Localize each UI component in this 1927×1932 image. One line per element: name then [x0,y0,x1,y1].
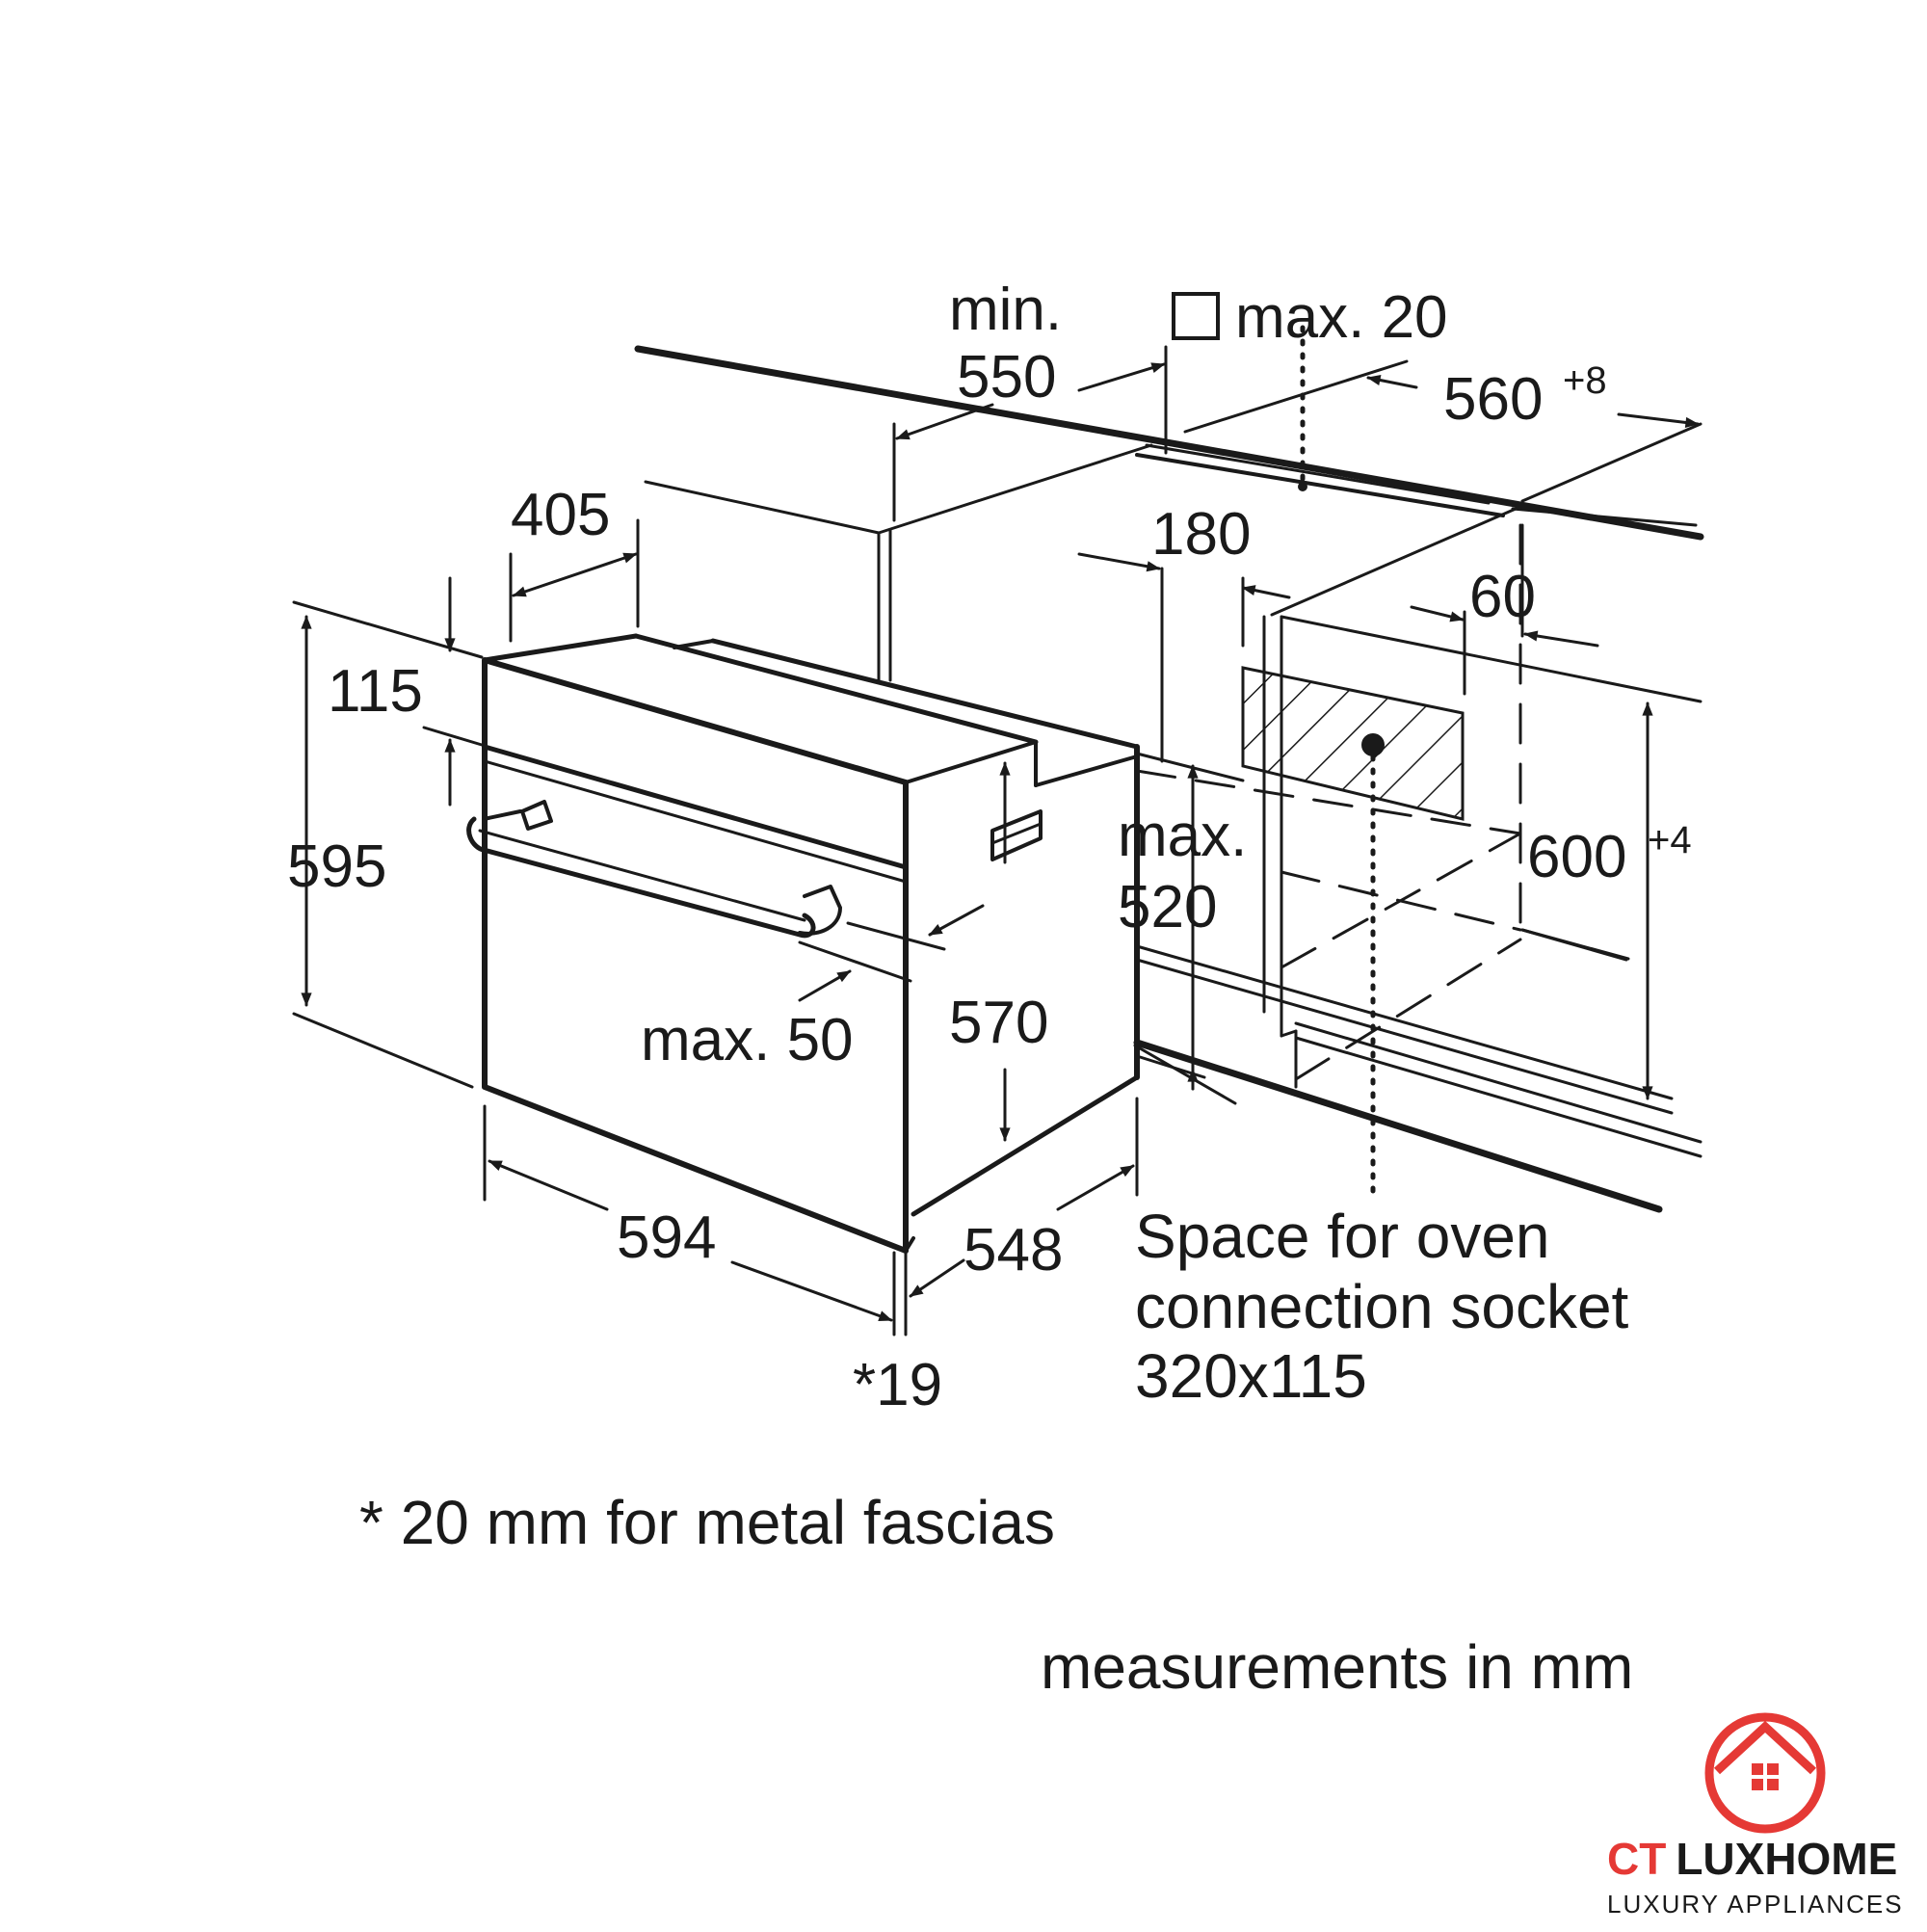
dimension-labels: min. 550 max. 20 560 +8 405 180 60 115 5… [287,277,1692,1418]
footnote: * 20 mm for metal fascias [359,1488,1055,1557]
label-max-520-a: max. [1118,803,1247,869]
cabinet-niche [644,359,1703,1213]
logo-tagline: LUXURY APPLIANCES [1607,1890,1904,1919]
label-548: 548 [964,1217,1063,1284]
label-405: 405 [511,482,610,548]
socket-text-line-2: connection socket [1135,1272,1629,1341]
label-19: *19 [853,1352,942,1418]
socket-text-line-1: Space for oven [1135,1202,1550,1271]
label-560: 560 [1443,366,1543,433]
label-570: 570 [949,990,1048,1056]
label-550: 550 [957,344,1056,410]
label-max20: max. 20 [1235,284,1448,351]
logo-ring-icon [1704,1712,1826,1834]
label-595: 595 [287,834,386,900]
dimension-lines [292,345,1700,1337]
label-180: 180 [1151,501,1251,568]
oven [466,633,1140,1254]
label-560-tolerance: +8 [1563,359,1607,402]
label-60: 60 [1469,564,1536,630]
label-594: 594 [617,1204,716,1271]
logo-window-icon [1752,1763,1779,1790]
logo-roof-icon [1713,1720,1817,1775]
units-note: measurements in mm [1041,1632,1633,1702]
logo-brand-ct: CT [1607,1834,1666,1884]
label-600: 600 [1527,824,1626,890]
logo-brand-rest: LUXHOME [1676,1834,1897,1884]
label-115: 115 [328,658,423,725]
label-min: min. [949,277,1062,343]
socket-description: Space for oven connection socket 320x115 [1135,1202,1629,1411]
socket-area [1241,325,1465,1203]
socket-dot [1361,733,1385,756]
socket-text-line-3: 320x115 [1135,1341,1367,1411]
label-520: 520 [1118,874,1217,940]
label-max50: max. 50 [641,1007,854,1073]
square-symbol-icon [1172,292,1220,340]
label-600-tolerance: +4 [1648,819,1692,861]
